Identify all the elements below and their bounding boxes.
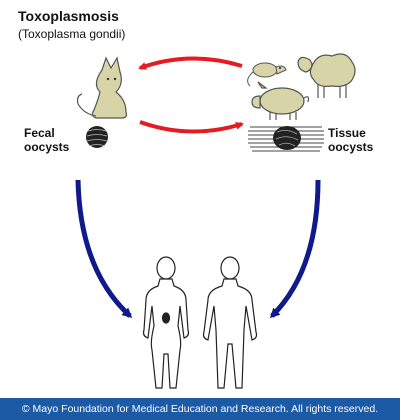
pig-illustration [251, 81, 310, 120]
copyright-footer: © Mayo Foundation for Medical Education … [0, 398, 400, 420]
red-arrow-to-animals [139, 120, 244, 134]
rat-illustration [247, 62, 287, 87]
blue-arrow-right [269, 179, 321, 319]
diagram-title: Toxoplasmosis [18, 8, 119, 24]
fecal-oocyst-icon [86, 126, 108, 148]
blue-arrow-left [75, 179, 133, 319]
cat-illustration [76, 56, 128, 119]
tissue-label-line1: Tissue [328, 126, 366, 140]
female-figure [142, 256, 190, 389]
fecal-oocysts-label: Fecal oocysts [24, 126, 69, 154]
fecal-label-line1: Fecal [24, 126, 55, 140]
tissue-cyst-icon [248, 126, 324, 152]
fecal-label-line2: oocysts [24, 140, 70, 154]
tissue-label-line2: oocysts [328, 140, 374, 154]
sheep-illustration [297, 53, 356, 98]
red-arrow-to-cat [138, 56, 243, 70]
male-figure [202, 256, 258, 389]
diagram-subtitle: (Toxoplasma gondii) [18, 27, 126, 41]
tissue-oocysts-label: Tissue oocysts [328, 126, 373, 154]
